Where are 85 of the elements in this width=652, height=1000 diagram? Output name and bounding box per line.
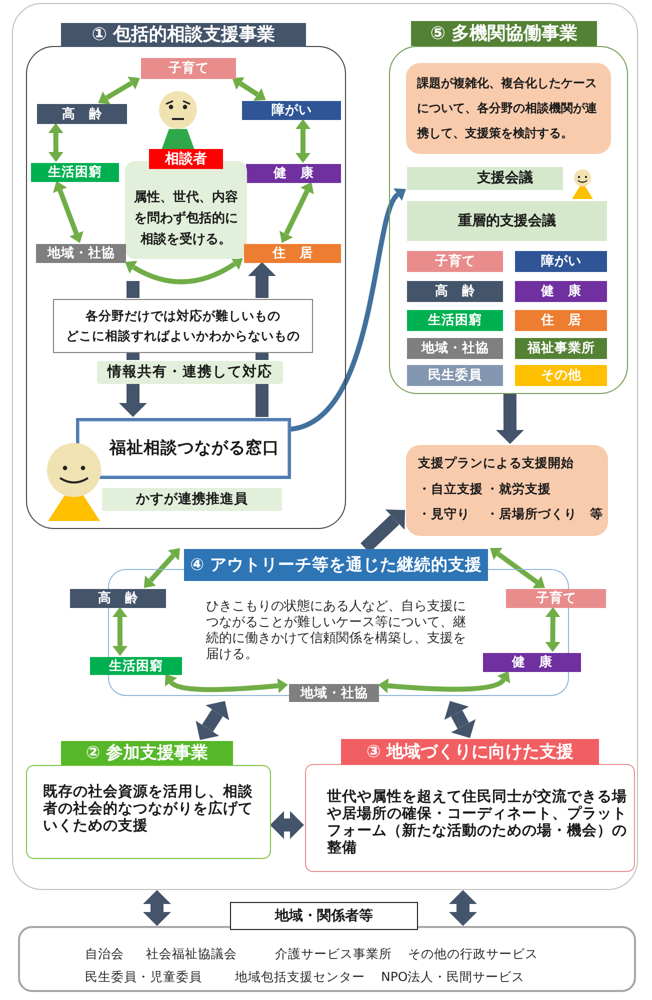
category-tag: 障がい [515, 251, 607, 272]
connector-line [126, 281, 140, 298]
double-arrow [112, 607, 128, 656]
stakeholder-item: 社会福祉協議会 [146, 948, 237, 960]
heading-box: 地域・関係者等 [230, 902, 418, 930]
note-text: どこに相談すればよいかわからないもの [66, 330, 300, 342]
category-tag: 生活困窮 [90, 657, 182, 675]
double-arrow [52, 180, 84, 244]
stakeholder-item: その他の行政サービス [408, 948, 538, 960]
category-tag: 住 居 [515, 310, 607, 331]
category-tag: 子育て [407, 251, 503, 272]
plan-item: ・見守り [418, 508, 470, 520]
section-panel [70, 549, 606, 702]
double-arrow [444, 700, 476, 738]
section-title: ③ 地域づくりに向けた支援 [341, 739, 599, 765]
section-description: ひきこもりの状態にある人など、自ら支援につながることが難しいケース等について、継続的に働きかけて信頼関係を構築し、支援を届ける。 [206, 599, 467, 663]
description-card: 課題が複雑化、複合化したケースについて、各分野の相談機関が連携して、支援策を検討する。 [406, 63, 611, 154]
plan-item: ・自立支援 [418, 483, 483, 496]
stakeholder-panel [18, 926, 636, 992]
plan-card [406, 445, 608, 536]
double-arrow [296, 119, 310, 163]
arrow [289, 186, 404, 432]
category-tag: 障がい [242, 101, 341, 120]
double-arrow [164, 675, 288, 694]
category-tag: 健 康 [483, 653, 581, 672]
category-tag: 子育て [506, 589, 606, 608]
category-tag: 健 康 [246, 164, 341, 183]
double-arrow [196, 701, 230, 740]
arrow [119, 383, 147, 417]
category-tag: 地域・社協 [289, 684, 379, 702]
arrow [248, 262, 276, 298]
stakeholder-item: NPO法人・民間サービス [381, 971, 525, 984]
meeting-band: 支援会議 [407, 167, 563, 190]
arrow [496, 392, 524, 444]
meeting-band: 重層的支援会議 [407, 201, 607, 241]
outer-frame [12, 3, 638, 890]
double-arrow [545, 607, 560, 652]
service-window-box: 福祉相談つながる窓口 [76, 418, 291, 479]
stakeholder-item: 介護サービス事業所 [275, 948, 392, 960]
category-tag: 住 居 [244, 244, 341, 263]
double-arrow [232, 77, 266, 101]
plan-item: ・居場所づくり 等 [486, 508, 603, 520]
section-title: ② 参加支援事業 [61, 741, 233, 765]
category-tag: 子育て [141, 58, 236, 79]
category-tag: 地域・社協 [36, 244, 126, 263]
action-band: 情報共有・連携して対応 [97, 361, 283, 384]
double-arrow [48, 123, 64, 162]
double-arrow [279, 182, 314, 243]
connector-line [256, 383, 268, 417]
note-text: 各分野だけでは対応が難しいもの [86, 310, 280, 322]
double-arrow [143, 890, 171, 926]
section-panel [26, 741, 271, 859]
double-arrow [449, 890, 477, 926]
section-panel [389, 21, 628, 394]
stakeholder-item: 地域包括支援センター [235, 971, 365, 984]
staff-label: かすが連携推進員 [102, 488, 282, 511]
role-tag: 相談者 [149, 149, 223, 169]
category-tag: 生活困窮 [31, 163, 119, 182]
note-box [53, 299, 313, 353]
double-arrow [124, 257, 244, 284]
category-tag: その他 [515, 365, 607, 386]
category-tag: 高 齢 [37, 104, 127, 124]
category-tag: 生活困窮 [407, 310, 503, 331]
category-tag: 地域・社協 [407, 338, 503, 359]
section-description: 世代や属性を超えて住民同士が交流できる場や居場所の確保・コーディネート、プラットフォーム（新たな活動のための場・機会）の整備 [327, 789, 627, 857]
section-title: ④ アウトリーチ等を通じた継続的支援 [184, 549, 488, 581]
stakeholder-item: 民生委員・児童委員 [85, 971, 202, 984]
double-arrow [144, 548, 180, 588]
section-title: ⑤ 多機関協働事業 [411, 21, 597, 46]
category-tag: 高 齢 [70, 589, 166, 608]
category-tag: 高 齢 [407, 281, 503, 302]
category-tag: 福祉事業所 [515, 338, 607, 359]
plan-heading: 支援プランによる支援開始 [418, 457, 574, 470]
double-arrow [378, 672, 510, 694]
double-arrow [490, 548, 545, 588]
plan-item: ・就労支援 [486, 483, 551, 496]
section-panel [26, 23, 346, 529]
section-panel [305, 739, 635, 872]
category-tag: 民生委員 [407, 365, 503, 386]
category-tag: 健 康 [515, 281, 607, 302]
section-description: 既存の社会資源を活用し、相談者の社会的なつながりを広げていくための支援 [43, 784, 253, 835]
section-title: ① 包括的相談支援事業 [61, 23, 306, 47]
double-arrow [270, 811, 304, 839]
double-arrow [98, 76, 140, 104]
stakeholder-item: 自治会 [85, 948, 124, 960]
